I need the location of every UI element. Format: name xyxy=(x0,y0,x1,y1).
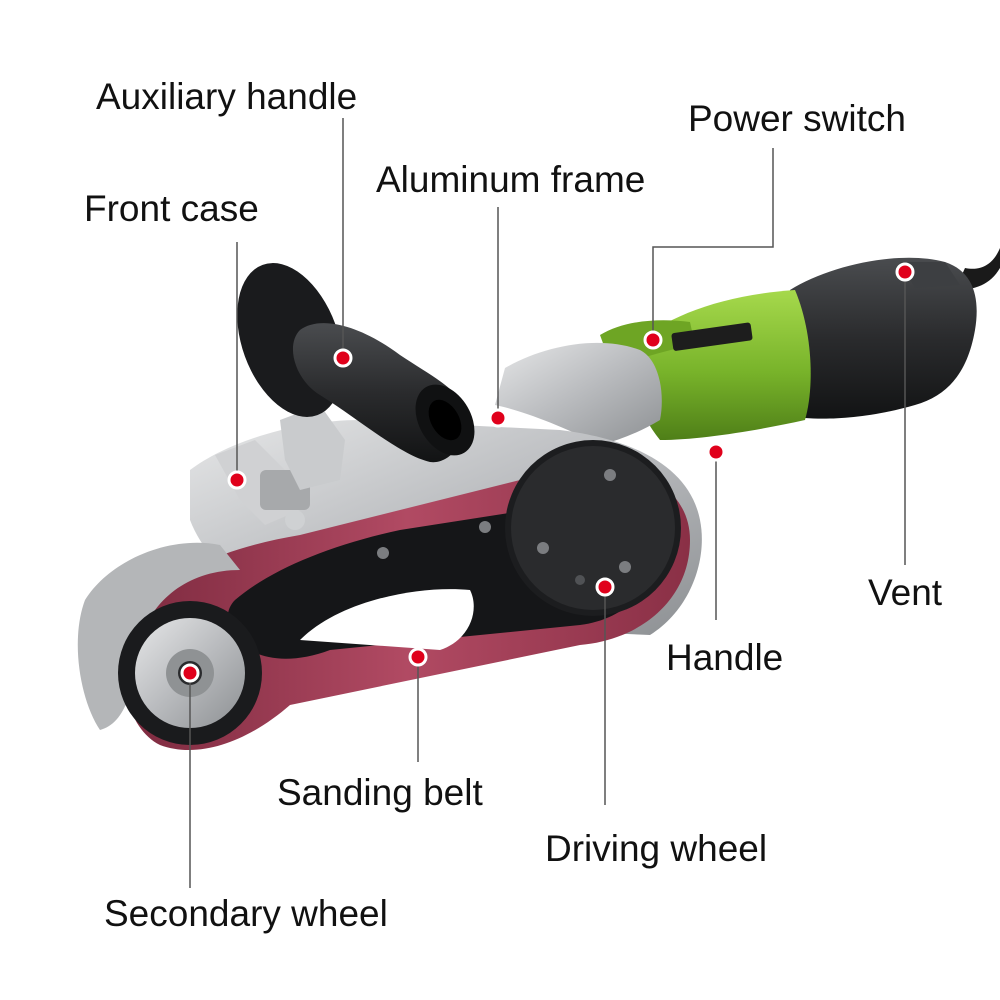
driving-wheel-part xyxy=(505,440,681,616)
callout-markers xyxy=(180,262,915,683)
label-secondary-wheel: Secondary wheel xyxy=(104,893,388,934)
handle-bracket xyxy=(280,405,345,490)
marker-vent xyxy=(895,262,915,282)
label-front-case: Front case xyxy=(84,188,259,229)
leader-lines xyxy=(189,118,906,888)
label-aluminum-frame: Aluminum frame xyxy=(376,159,646,200)
label-power-switch: Power switch xyxy=(688,98,906,139)
leader-line-power-switch xyxy=(652,148,774,340)
label-driving-wheel: Driving wheel xyxy=(545,828,768,869)
wheel-shroud xyxy=(77,542,241,730)
marker-front-case xyxy=(227,470,247,490)
marker-driving-wheel xyxy=(595,577,615,597)
label-vent: Vent xyxy=(868,572,943,613)
marker-sanding-belt xyxy=(408,647,428,667)
marker-power-switch xyxy=(643,330,663,350)
marker-auxiliary-handle xyxy=(333,348,353,368)
label-sanding-belt: Sanding belt xyxy=(277,772,483,813)
label-handle: Handle xyxy=(666,637,784,678)
rear-housing xyxy=(788,257,977,419)
marker-secondary-wheel xyxy=(180,663,200,683)
marker-aluminum-frame xyxy=(488,408,508,428)
marker-handle xyxy=(706,442,726,462)
aluminum-frame-part xyxy=(495,342,662,445)
label-auxiliary-handle: Auxiliary handle xyxy=(96,76,358,117)
